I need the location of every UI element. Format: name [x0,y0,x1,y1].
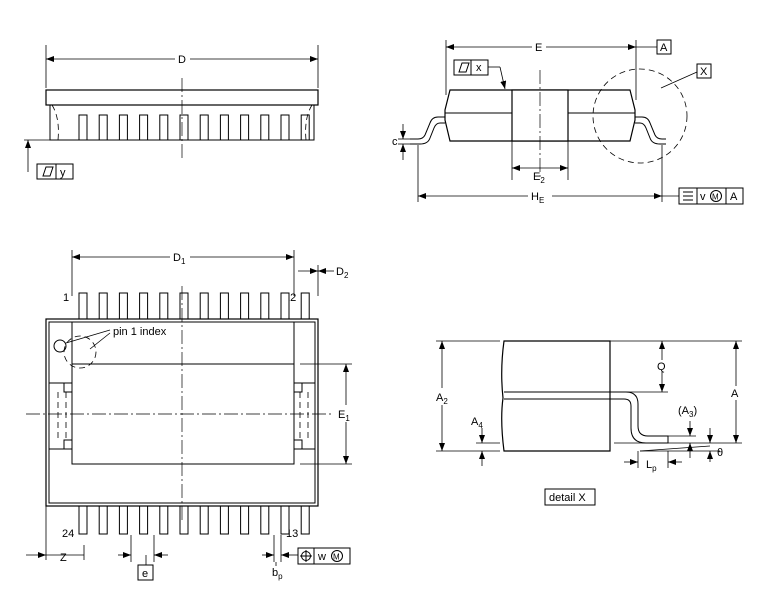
dim-he-label: HE [531,191,544,205]
side-lead [280,114,290,141]
side-lead [139,114,149,141]
dim-theta-label: θ [717,447,723,459]
bottom-lead [118,505,128,535]
dim-d1-label: D1 [173,252,186,266]
fcf-datum-a: A [730,191,738,203]
end-view-e: E A x c E2 HE [392,39,744,205]
dim-a2-label: A2 [436,392,448,406]
dim-lp-label: Lp [646,459,657,473]
pin-1-label: 1 [63,292,69,304]
dim-e-label: E [535,42,542,54]
dim-e-pitch-label: e [142,568,148,580]
dim-d-label: D [178,54,186,66]
side-lead [78,114,88,141]
top-lead [219,292,229,320]
bottom-lead [300,505,310,535]
dim-e2-label: E2 [533,171,545,185]
top-lead [280,292,290,320]
top-lead [240,292,250,320]
side-lead [98,114,108,141]
bottom-lead [280,505,290,535]
dim-d2-label: D2 [336,266,349,280]
top-lead [118,292,128,320]
bottom-lead [199,505,209,535]
datum-a-box: A [660,42,668,54]
bottom-lead [260,505,270,535]
dim-a-label: A [731,388,739,400]
fcf-w-modifier: M [333,553,340,562]
side-lead [159,114,169,141]
top-lead [78,292,88,320]
pin-24-label: 24 [62,528,74,540]
side-lead [219,114,229,141]
pin1-index-label: pin 1 index [113,326,167,338]
side-lead [300,114,310,141]
bottom-lead [240,505,250,535]
top-view: D1 D2 1 12 24 13 [26,250,352,581]
bottom-lead [159,505,169,535]
bottom-lead [179,505,189,535]
bottom-lead [219,505,229,535]
side-lead [179,114,189,141]
flatness-x-datum: x [476,62,482,74]
dim-z-label: Z [60,552,67,564]
top-lead [98,292,108,320]
bottom-pins [78,505,310,535]
side-lead [118,114,128,141]
top-lead [159,292,169,320]
fcf-w-value: w [317,551,326,563]
top-lead [139,292,149,320]
dim-c-label: c [392,136,398,148]
side-lead [199,114,209,141]
fcf-v-value: v [700,191,706,203]
dim-a4-label: A4 [471,416,483,430]
top-lead [300,292,310,320]
side-lead [260,114,270,141]
bottom-lead [139,505,149,535]
dim-a3-label: (A3) [678,405,697,419]
dim-bp-label: bp [272,567,283,581]
top-lead [179,292,189,320]
detail-x-box: X [700,66,708,78]
bottom-lead [78,505,88,535]
fcf-v-modifier: M [712,193,719,202]
dim-e1-label: E1 [338,409,350,423]
side-view-d: D y [24,45,319,180]
top-pins [78,292,310,320]
detail-x-caption: detail X [549,492,586,504]
flatness-y-datum: y [60,167,66,179]
bottom-lead [98,505,108,535]
detail-x-view: A2 A4 Q A (A3) θ Lp de [436,340,742,506]
dim-q-label: Q [657,361,666,373]
top-lead [260,292,270,320]
top-lead [199,292,209,320]
side-lead [240,114,250,141]
side-pins [78,114,310,141]
